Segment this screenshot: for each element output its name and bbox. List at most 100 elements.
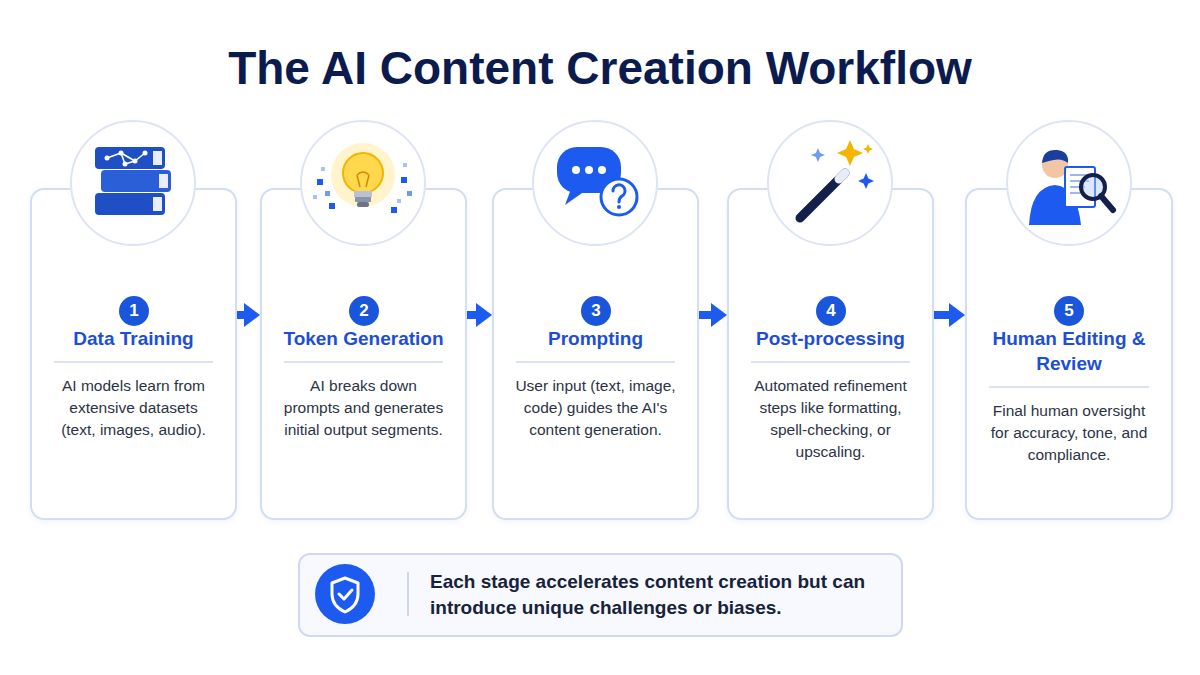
flow-arrow xyxy=(934,311,953,319)
step-title: Post-processing xyxy=(739,326,922,363)
sparkle xyxy=(863,144,873,154)
pixel xyxy=(391,207,397,213)
pixel xyxy=(317,179,323,185)
network-dot xyxy=(105,156,110,161)
network-line xyxy=(121,153,125,164)
note-divider xyxy=(407,572,409,616)
person-head xyxy=(1042,152,1068,178)
network-line xyxy=(135,153,145,161)
book xyxy=(101,170,171,192)
book xyxy=(95,193,165,215)
book-pages xyxy=(153,151,162,165)
step-number: 5 xyxy=(1064,296,1073,326)
question-dot xyxy=(617,205,621,209)
diagram-title: The AI Content Creation Workflow xyxy=(0,40,1200,96)
document-line xyxy=(1070,180,1089,182)
step-badge: 3 xyxy=(581,296,611,326)
wand-stick xyxy=(800,173,845,218)
pixel xyxy=(407,191,412,196)
network-dots xyxy=(105,151,148,167)
step-badge: 5 xyxy=(1054,296,1084,326)
step-title: Prompting xyxy=(504,326,687,363)
sparkle xyxy=(811,148,825,162)
icon-circle xyxy=(533,121,657,245)
network-dot xyxy=(133,159,138,164)
process-card: Human Editing & ReviewFinal human oversi… xyxy=(965,188,1173,520)
step-number: 4 xyxy=(826,296,835,326)
book-pages xyxy=(159,174,168,188)
step-description: AI breaks down prompts and generates ini… xyxy=(281,375,446,441)
process-card: Token Generation AI breaks down prompts a… xyxy=(260,188,467,520)
pixel-squares xyxy=(313,163,412,213)
pixel xyxy=(325,191,330,196)
pixel xyxy=(401,177,407,183)
bubble-dot xyxy=(598,166,606,174)
sparkle xyxy=(837,140,863,166)
network-dot xyxy=(143,151,148,156)
step-title: Human Editing & Review xyxy=(977,326,1161,388)
bulb-glow xyxy=(331,143,395,207)
book-pages xyxy=(153,197,162,211)
magnifier-lens xyxy=(1081,175,1105,199)
check-mark xyxy=(339,590,352,599)
icon-circle xyxy=(768,121,892,245)
bulb-filament xyxy=(357,172,369,187)
pixel xyxy=(321,167,325,171)
step-badge: 1 xyxy=(119,296,149,326)
sparkle xyxy=(858,173,874,189)
pixel xyxy=(313,195,317,199)
shield-icon xyxy=(315,564,375,624)
shield-circle xyxy=(315,564,375,624)
process-card: Post-processingAutomated refinement step… xyxy=(727,188,934,520)
person-hair xyxy=(1042,150,1068,163)
question-bubble xyxy=(601,179,637,215)
step-description: AI models learn from extensive datasets … xyxy=(51,375,216,441)
bubble-tail xyxy=(565,189,585,205)
pixel xyxy=(397,199,401,203)
bubble-dot xyxy=(585,166,593,174)
document-line xyxy=(1070,192,1083,194)
document-line xyxy=(1070,186,1085,188)
document-line xyxy=(1070,174,1089,176)
network-dot xyxy=(119,151,124,156)
bulb-neck xyxy=(354,191,372,197)
network-line xyxy=(107,153,121,158)
reviewer-icon xyxy=(1029,150,1113,225)
document-lines xyxy=(1070,175,1089,193)
document xyxy=(1065,167,1095,207)
pixel xyxy=(403,163,407,167)
book xyxy=(95,147,165,169)
step-title: Token Generation xyxy=(272,326,455,363)
step-description: User input (text, image, code) guides th… xyxy=(513,375,678,441)
note-text: Each stage accelerates content creation … xyxy=(430,569,885,621)
pixel xyxy=(329,203,335,209)
step-badge: 4 xyxy=(816,296,846,326)
network-lines xyxy=(107,153,145,164)
wand-icon xyxy=(800,140,874,218)
question-mark xyxy=(613,185,625,202)
process-card: Data Training AI models learn from extens… xyxy=(30,188,237,520)
flow-arrow xyxy=(699,311,715,319)
bubble-dot xyxy=(572,166,580,174)
network-line xyxy=(121,153,135,161)
shield-outline xyxy=(332,578,358,612)
bulb-glass xyxy=(343,153,383,193)
magnifier-handle xyxy=(1101,196,1113,210)
step-description: Automated refinement steps like formatti… xyxy=(748,375,913,463)
step-title: Data Training xyxy=(42,326,225,363)
step-number: 1 xyxy=(129,296,138,326)
network-line xyxy=(125,161,135,164)
step-badge: 2 xyxy=(349,296,379,326)
lightbulb-icon xyxy=(313,143,412,213)
chat-icon xyxy=(557,147,637,215)
flow-arrow xyxy=(467,311,480,319)
process-card: PromptingUser input (text, image, code) … xyxy=(492,188,699,520)
icon-circle xyxy=(71,121,195,245)
bulb-base xyxy=(355,197,371,202)
person-body xyxy=(1029,185,1081,225)
books-icon xyxy=(95,147,171,215)
